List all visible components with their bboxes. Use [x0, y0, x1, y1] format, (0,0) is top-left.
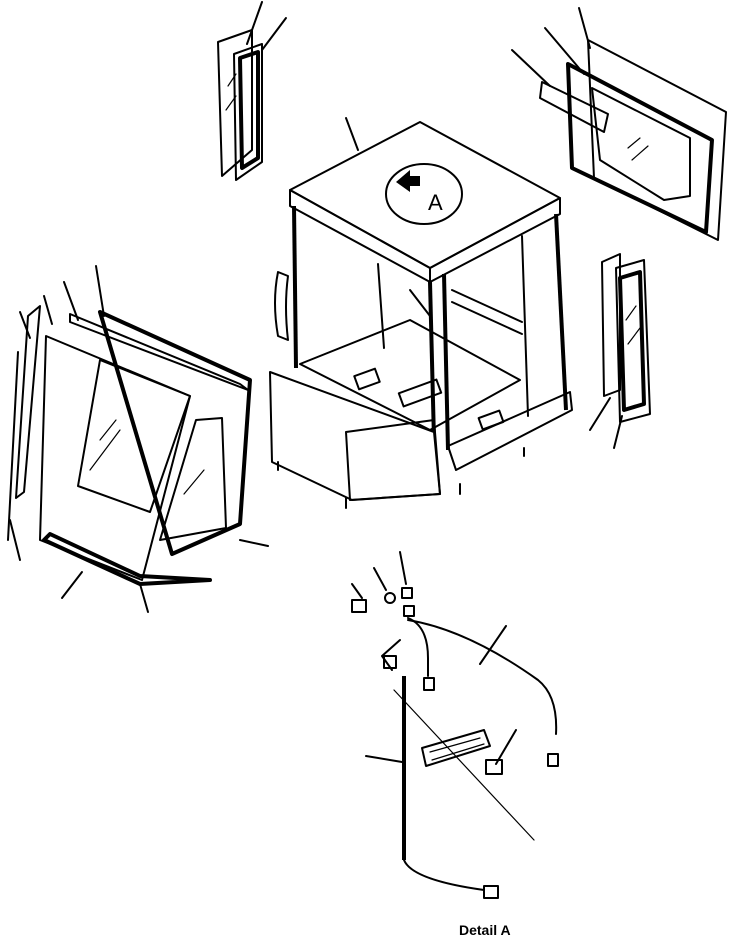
callout-letter: A [428, 190, 443, 215]
detail-a-label: Detail A [459, 922, 511, 938]
rear-window-assembly [511, 7, 727, 241]
front-windshield-assembly [7, 265, 269, 613]
arrow-up-left-icon [396, 170, 420, 192]
cab-frame: A [269, 117, 573, 509]
small-side-window-left [217, 1, 287, 181]
small-side-window-right [589, 253, 651, 449]
callout-a-marker [385, 163, 463, 225]
detail-a-wiring-harness [351, 551, 559, 899]
